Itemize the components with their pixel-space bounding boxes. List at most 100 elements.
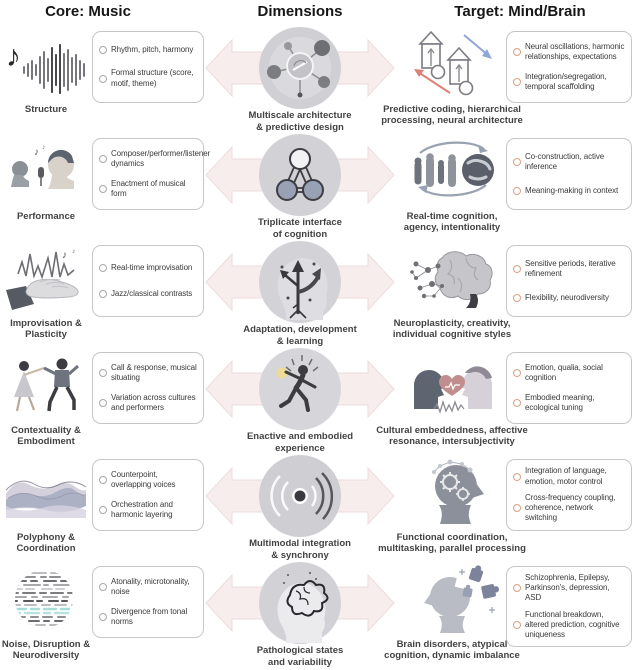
bullet-icon: [99, 613, 107, 622]
box-item-text: Counterpoint, overlapping voices: [111, 469, 176, 489]
target-column: Predictive coding, hierarchical processi…: [381, 26, 523, 133]
target-label: Real-time cognition, agency, intentional…: [403, 211, 501, 234]
core-column: Contextuality & Embodiment: [0, 347, 92, 454]
core-column: ♪ ♪ Improvisation & Plasticity: [0, 240, 92, 347]
dimension-label: Multiscale architecture & predictive des…: [248, 110, 352, 133]
box-item-text: Co-construction, active inference: [525, 152, 605, 172]
core-box-column: Call & response, musical situating Varia…: [92, 347, 204, 454]
sound-radiation-icon: [259, 455, 341, 537]
core-column: Noise, Disruption & Neurodiversity: [0, 561, 92, 668]
header-core-music: Core: Music: [45, 3, 131, 20]
people-globe-cycle-icon: [404, 133, 500, 209]
svg-text:♪: ♪: [34, 147, 39, 158]
dimension-column: Adaptation, development & learning: [204, 240, 396, 347]
dimension-graphic: [204, 454, 396, 537]
multiscale-network-icon: [259, 27, 341, 109]
bullet-icon: [99, 399, 107, 408]
bullet-icon: [513, 399, 521, 408]
target-label: Cultural embeddedness, affective resonan…: [376, 425, 528, 448]
box-item-text: Variation across cultures and performers: [111, 392, 196, 413]
target-features-box: Emotion, qualia, social cognition Embodi…: [506, 352, 632, 424]
bullet-icon: [99, 263, 107, 272]
list-item: Atonality, microtonality, noise: [99, 577, 199, 597]
list-item: Functional breakdown, altered prediction…: [513, 610, 627, 641]
core-label: Structure: [24, 104, 68, 115]
box-item-text: Real-time improvisation: [111, 262, 193, 272]
list-item: Meaning-making in context: [513, 186, 627, 196]
list-item: Orchestration and harmonic layering: [99, 500, 199, 520]
dancing-couple-icon: [4, 347, 88, 423]
list-item: Counterpoint, overlapping voices: [99, 470, 199, 490]
list-item: Sensitive periods, iterative refinement: [513, 259, 627, 279]
target-box-column: Emotion, qualia, social cognition Embodi…: [506, 347, 632, 454]
bullet-icon: [513, 47, 521, 56]
scribble-head-icon: [259, 562, 341, 644]
enactive-dancer-icon: [259, 348, 341, 430]
core-label: Performance: [16, 211, 76, 222]
core-label: Improvisation & Plasticity: [10, 318, 82, 341]
bullet-icon: [99, 46, 107, 55]
bullet-icon: [513, 293, 521, 302]
list-item: Embodied meaning, ecological tuning: [513, 393, 627, 413]
target-features-box: Integration of language, emotion, motor …: [506, 459, 632, 531]
target-box-column: Schizophrenia, Epilepsy, Parkinson's, de…: [506, 561, 632, 668]
target-column: Real-time cognition, agency, intentional…: [398, 133, 506, 240]
core-features-box: Rhythm, pitch, harmony Formal structure …: [92, 31, 204, 103]
box-item-text: Meaning-making in context: [525, 185, 619, 195]
box-item-text: Atonality, microtonality, noise: [111, 576, 190, 596]
row-contextuality: Contextuality & Embodiment Call & respon…: [0, 347, 638, 454]
dimension-column: Multiscale architecture & predictive des…: [204, 26, 396, 133]
bullet-icon: [99, 475, 107, 484]
header-dimensions: Dimensions: [257, 3, 343, 20]
svg-text:♪: ♪: [42, 144, 46, 151]
core-features-box: Counterpoint, overlapping voices Orchest…: [92, 459, 204, 531]
list-item: Jazz/classical contrasts: [99, 289, 199, 299]
row-polyphony: Polyphony & Coordination Counterpoint, o…: [0, 454, 638, 561]
svg-text:♪: ♪: [6, 40, 21, 73]
target-box-column: Co-construction, active inference Meanin…: [506, 133, 632, 240]
target-features-box: Schizophrenia, Epilepsy, Parkinson's, de…: [506, 566, 632, 648]
head-gears-icon: [404, 454, 500, 530]
noise-circle-icon: [4, 561, 88, 637]
brain-network-icon: [404, 240, 500, 316]
header-target-mind-brain: Target: Mind/Brain: [454, 3, 586, 20]
target-features-box: Neural oscillations, harmonic relationsh…: [506, 31, 632, 103]
list-item: Real-time improvisation: [99, 263, 199, 273]
list-item: Rhythm, pitch, harmony: [99, 45, 199, 55]
dimension-column: Pathological states and variability: [204, 561, 396, 668]
box-item-text: Integration/segregation, temporal scaffo…: [525, 71, 607, 92]
dimension-graphic: [204, 133, 396, 216]
box-item-text: Schizophrenia, Epilepsy, Parkinson's, de…: [525, 573, 610, 603]
row-structure: ♪ Structure Rhythm, pitch, harmony Forma…: [0, 26, 638, 133]
box-item-text: Integration of language, emotion, motor …: [525, 466, 607, 486]
dimension-label: Pathological states and variability: [256, 645, 344, 668]
list-item: Schizophrenia, Epilepsy, Parkinson's, de…: [513, 573, 627, 604]
triplicate-nodes-icon: [259, 134, 341, 216]
box-item-text: Jazz/classical contrasts: [111, 289, 193, 299]
list-item: Co-construction, active inference: [513, 152, 627, 172]
box-item-text: Emotion, qualia, social cognition: [525, 362, 603, 382]
box-item-text: Call & response, musical situating: [111, 362, 197, 382]
core-label: Noise, Disruption & Neurodiversity: [1, 639, 91, 662]
target-column: Neuroplasticity, creativity, individual …: [393, 240, 511, 347]
bullet-icon: [513, 158, 521, 167]
core-column: ♪ ♪ Performance: [0, 133, 92, 240]
bullet-icon: [513, 504, 521, 513]
target-column: Brain disorders, atypical cognition, dyn…: [384, 561, 520, 668]
dimension-label: Multimodal integration & synchrony: [249, 538, 351, 561]
target-box-column: Neural oscillations, harmonic relationsh…: [506, 26, 632, 133]
target-box-column: Sensitive periods, iterative refinement …: [506, 240, 632, 347]
dimension-graphic: [204, 26, 396, 109]
bullet-icon: [99, 368, 107, 377]
bullet-icon: [513, 368, 521, 377]
bullet-icon: [99, 506, 107, 515]
bullet-icon: [99, 154, 107, 163]
list-item: Flexibility, neurodiversity: [513, 293, 627, 303]
core-box-column: Counterpoint, overlapping voices Orchest…: [92, 454, 204, 561]
singing-performers-icon: ♪ ♪: [4, 133, 88, 209]
box-item-text: Functional breakdown, altered prediction…: [525, 609, 620, 640]
puzzle-head-icon: [404, 561, 500, 637]
music-waveform-icon: ♪: [4, 26, 88, 102]
predictive-shapes-icon: [404, 26, 500, 102]
